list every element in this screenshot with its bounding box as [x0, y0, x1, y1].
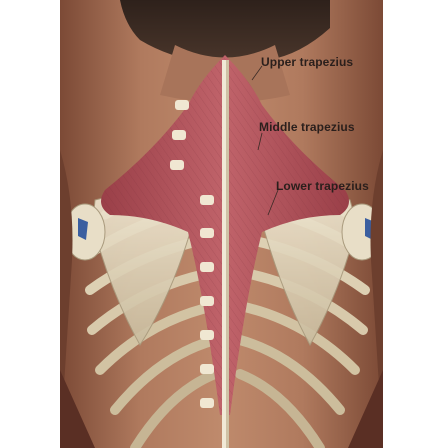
middle-trapezius-label: Middle trapezius — [259, 120, 355, 134]
lower-trapezius-label: Lower trapezius — [276, 179, 369, 193]
spine — [222, 60, 229, 448]
upper-trapezius-label: Upper trapezius — [261, 55, 353, 69]
